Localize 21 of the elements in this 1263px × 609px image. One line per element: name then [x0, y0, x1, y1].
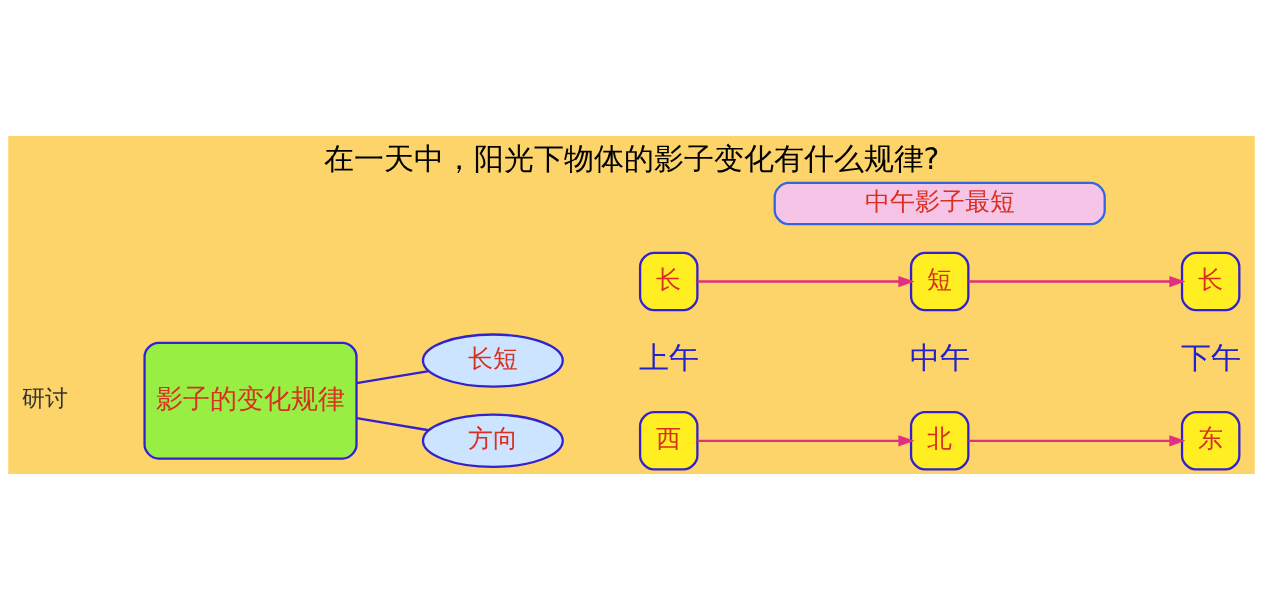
arrow — [697, 275, 915, 287]
label: 上午 — [638, 339, 699, 375]
node-box: 西 — [638, 410, 699, 471]
connector — [356, 416, 429, 431]
connector — [356, 369, 429, 384]
node-ellipse: 长短 — [421, 332, 564, 388]
node-box: 长 — [1180, 251, 1241, 311]
node-box: 中午影子最短 — [773, 181, 1106, 225]
label: 下午 — [1180, 339, 1241, 375]
node-box: 短 — [909, 251, 970, 311]
arrow — [968, 434, 1186, 446]
node-box: 北 — [909, 410, 970, 471]
arrow — [697, 434, 915, 446]
diagram-title: 在一天中，阳光下物体的影子变化有什么规律? — [323, 140, 940, 176]
node-box: 东 — [1180, 410, 1241, 471]
node-box: 影子的变化规律 — [143, 341, 358, 460]
arrow — [968, 275, 1186, 287]
node-ellipse: 方向 — [421, 413, 564, 468]
node-box: 长 — [638, 251, 699, 311]
label: 中午 — [909, 339, 970, 375]
label: 研讨 — [22, 384, 69, 411]
